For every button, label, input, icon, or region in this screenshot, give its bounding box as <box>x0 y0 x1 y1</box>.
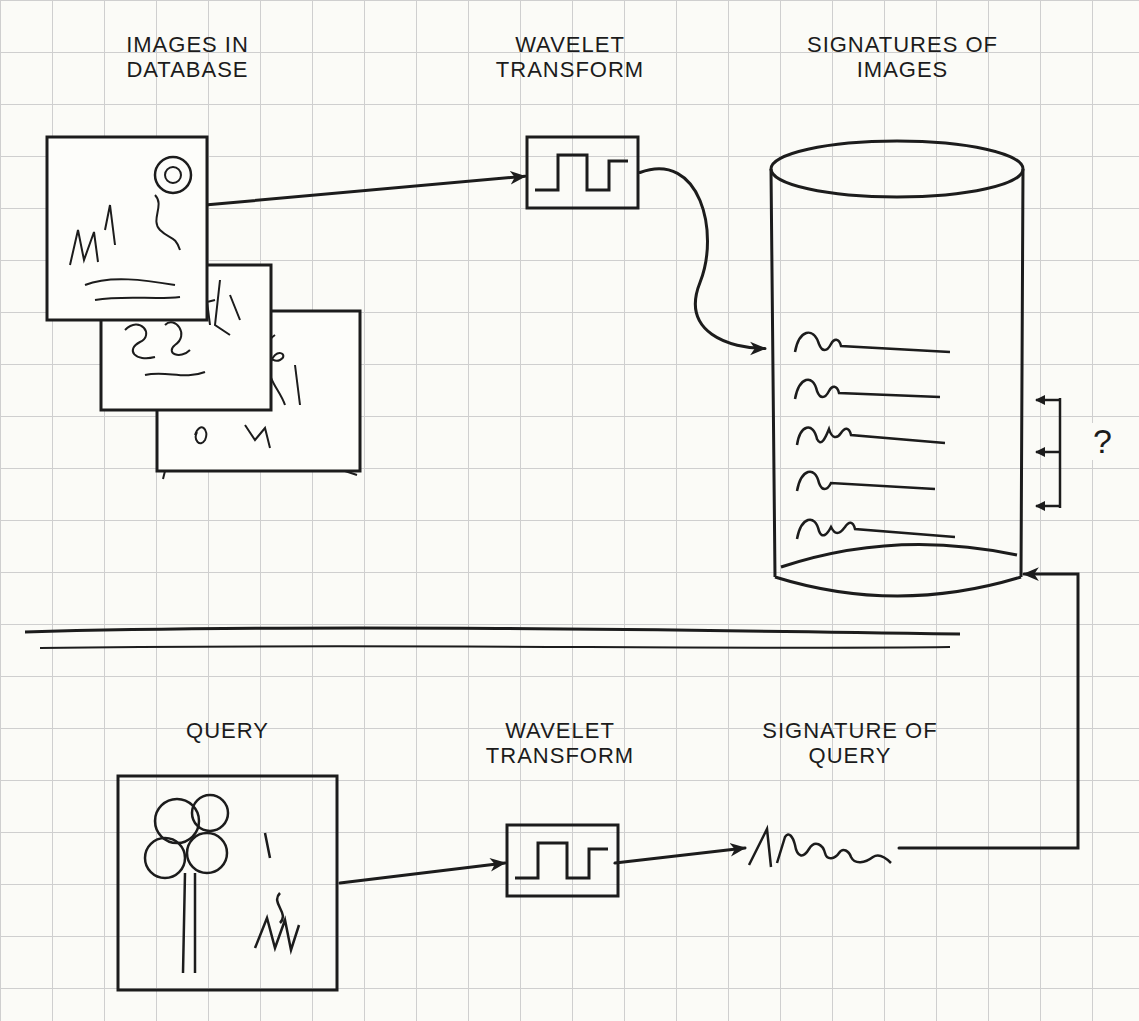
query-signature-scribble <box>745 823 895 873</box>
heading-text: WAVELET TRANSFORM <box>480 718 640 769</box>
image-scribble <box>70 195 180 300</box>
query-signature: SIGNATURE OF QUERY <box>740 718 960 873</box>
transform-box-drawing <box>525 135 640 210</box>
signature-scribble <box>795 380 940 399</box>
cylinder-body <box>771 169 1023 596</box>
flow-arrow <box>899 574 1078 848</box>
box-outline <box>507 825 618 896</box>
tree-crown <box>192 795 228 831</box>
transform-box: WAVELET TRANSFORM <box>480 718 640 903</box>
node-heading: SIGNATURE OF QUERY <box>745 718 955 769</box>
flow-arrow <box>615 848 745 863</box>
node-shape <box>765 137 1030 607</box>
flow-arrow <box>340 863 505 883</box>
heading-text: WAVELET TRANSFORM <box>485 32 655 83</box>
heading-text: SIGNATURES OF IMAGES <box>765 32 1040 83</box>
flow-arrow <box>205 176 525 205</box>
separator-line <box>40 646 950 648</box>
node-shape <box>525 135 640 210</box>
cylinder-top <box>771 141 1023 197</box>
box-outline <box>527 137 638 208</box>
signature-scribble <box>749 829 891 867</box>
bracket-tick <box>1036 505 1060 508</box>
database-cylinder-drawing <box>765 137 1030 607</box>
node-heading: WAVELET TRANSFORM <box>480 718 640 769</box>
image-stack-drawing <box>45 135 365 485</box>
signature-scribble <box>795 333 950 352</box>
node-heading: WAVELET TRANSFORM <box>485 32 655 83</box>
square-wave-symbol <box>535 155 628 190</box>
image-scribble <box>183 833 299 973</box>
signature-scribble <box>797 472 935 491</box>
edge-label: ? <box>1090 423 1115 460</box>
frame-stroke <box>163 471 357 479</box>
flow-arrow <box>640 169 765 349</box>
query-image: QUERY <box>110 718 345 993</box>
image-scribble <box>155 157 191 193</box>
transform-box: WAVELET TRANSFORM <box>480 32 660 210</box>
node-shape <box>505 823 615 903</box>
image-stack: IMAGES IN DATABASE <box>40 32 370 485</box>
signature-database: SIGNATURES OF IMAGES <box>755 32 1045 607</box>
node-heading: SIGNATURES OF IMAGES <box>765 32 1040 83</box>
node-shape <box>745 823 895 873</box>
bracket-tick <box>1036 399 1060 402</box>
square-wave-symbol <box>515 843 608 878</box>
signature-scribble <box>797 520 955 539</box>
image-frame <box>47 137 207 320</box>
query-image-drawing <box>115 773 340 993</box>
tree-crown <box>145 838 185 878</box>
heading-text: IMAGES IN DATABASE <box>100 32 275 83</box>
heading-text: SIGNATURE OF QUERY <box>745 718 955 769</box>
transform-box-drawing <box>505 823 620 898</box>
image-scribble <box>165 167 181 183</box>
tree-crown <box>187 833 227 873</box>
node-heading: IMAGES IN DATABASE <box>100 32 275 83</box>
signature-scribble <box>797 428 945 445</box>
node-shape <box>45 135 365 485</box>
image-frame <box>118 776 337 990</box>
heading-text: QUERY <box>110 718 345 743</box>
separator-line <box>25 628 960 634</box>
node-shape <box>115 773 340 993</box>
node-heading: QUERY <box>110 718 345 743</box>
bracket-tick <box>1036 451 1060 454</box>
